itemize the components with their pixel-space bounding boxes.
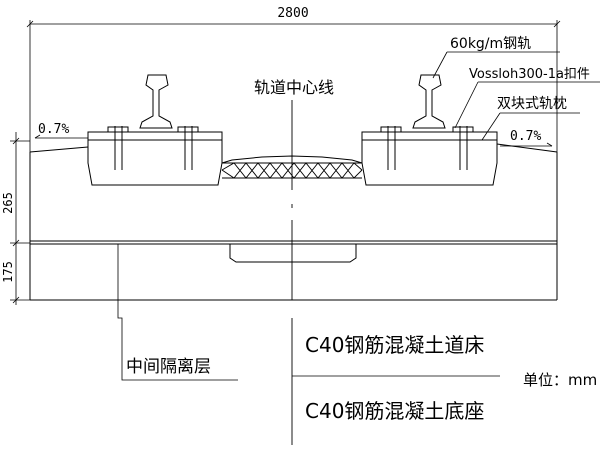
left-slope-label: 0.7%	[38, 122, 69, 137]
unit-label: 单位：mm	[523, 371, 597, 389]
right-rail	[412, 74, 446, 129]
base-groove	[229, 244, 357, 263]
callout-leaders	[432, 51, 600, 141]
isolation-leader	[117, 244, 238, 381]
dim-upper-265: 265	[1, 192, 15, 214]
sleeper-label: 双块式轨枕	[497, 96, 567, 112]
right-slope-label: 0.7%	[510, 129, 541, 144]
overall-width-dimension	[26, 20, 561, 152]
rail-label: 60kg/m钢轨	[450, 36, 531, 52]
centerline-label: 轨道中心线	[254, 78, 334, 97]
isolation-layer-lines	[30, 240, 557, 245]
legend-lower-layer: C40钢筋混凝土底座	[305, 399, 484, 423]
right-sleeper	[361, 126, 498, 186]
overall-width-label: 2800	[277, 6, 308, 21]
isolation-layer-label: 中间隔离层	[126, 357, 211, 377]
track-bed-outline	[29, 143, 558, 301]
left-slope-marker	[34, 134, 88, 139]
right-slope-marker	[500, 142, 553, 147]
fastener-label: Vossloh300-1a扣件	[469, 67, 590, 82]
legend-upper-layer: C40钢筋混凝土道床	[305, 333, 484, 357]
left-rail	[139, 74, 173, 129]
vertical-dimensions	[10, 132, 30, 305]
dim-lower-175: 175	[1, 261, 15, 283]
left-sleeper	[87, 126, 223, 186]
